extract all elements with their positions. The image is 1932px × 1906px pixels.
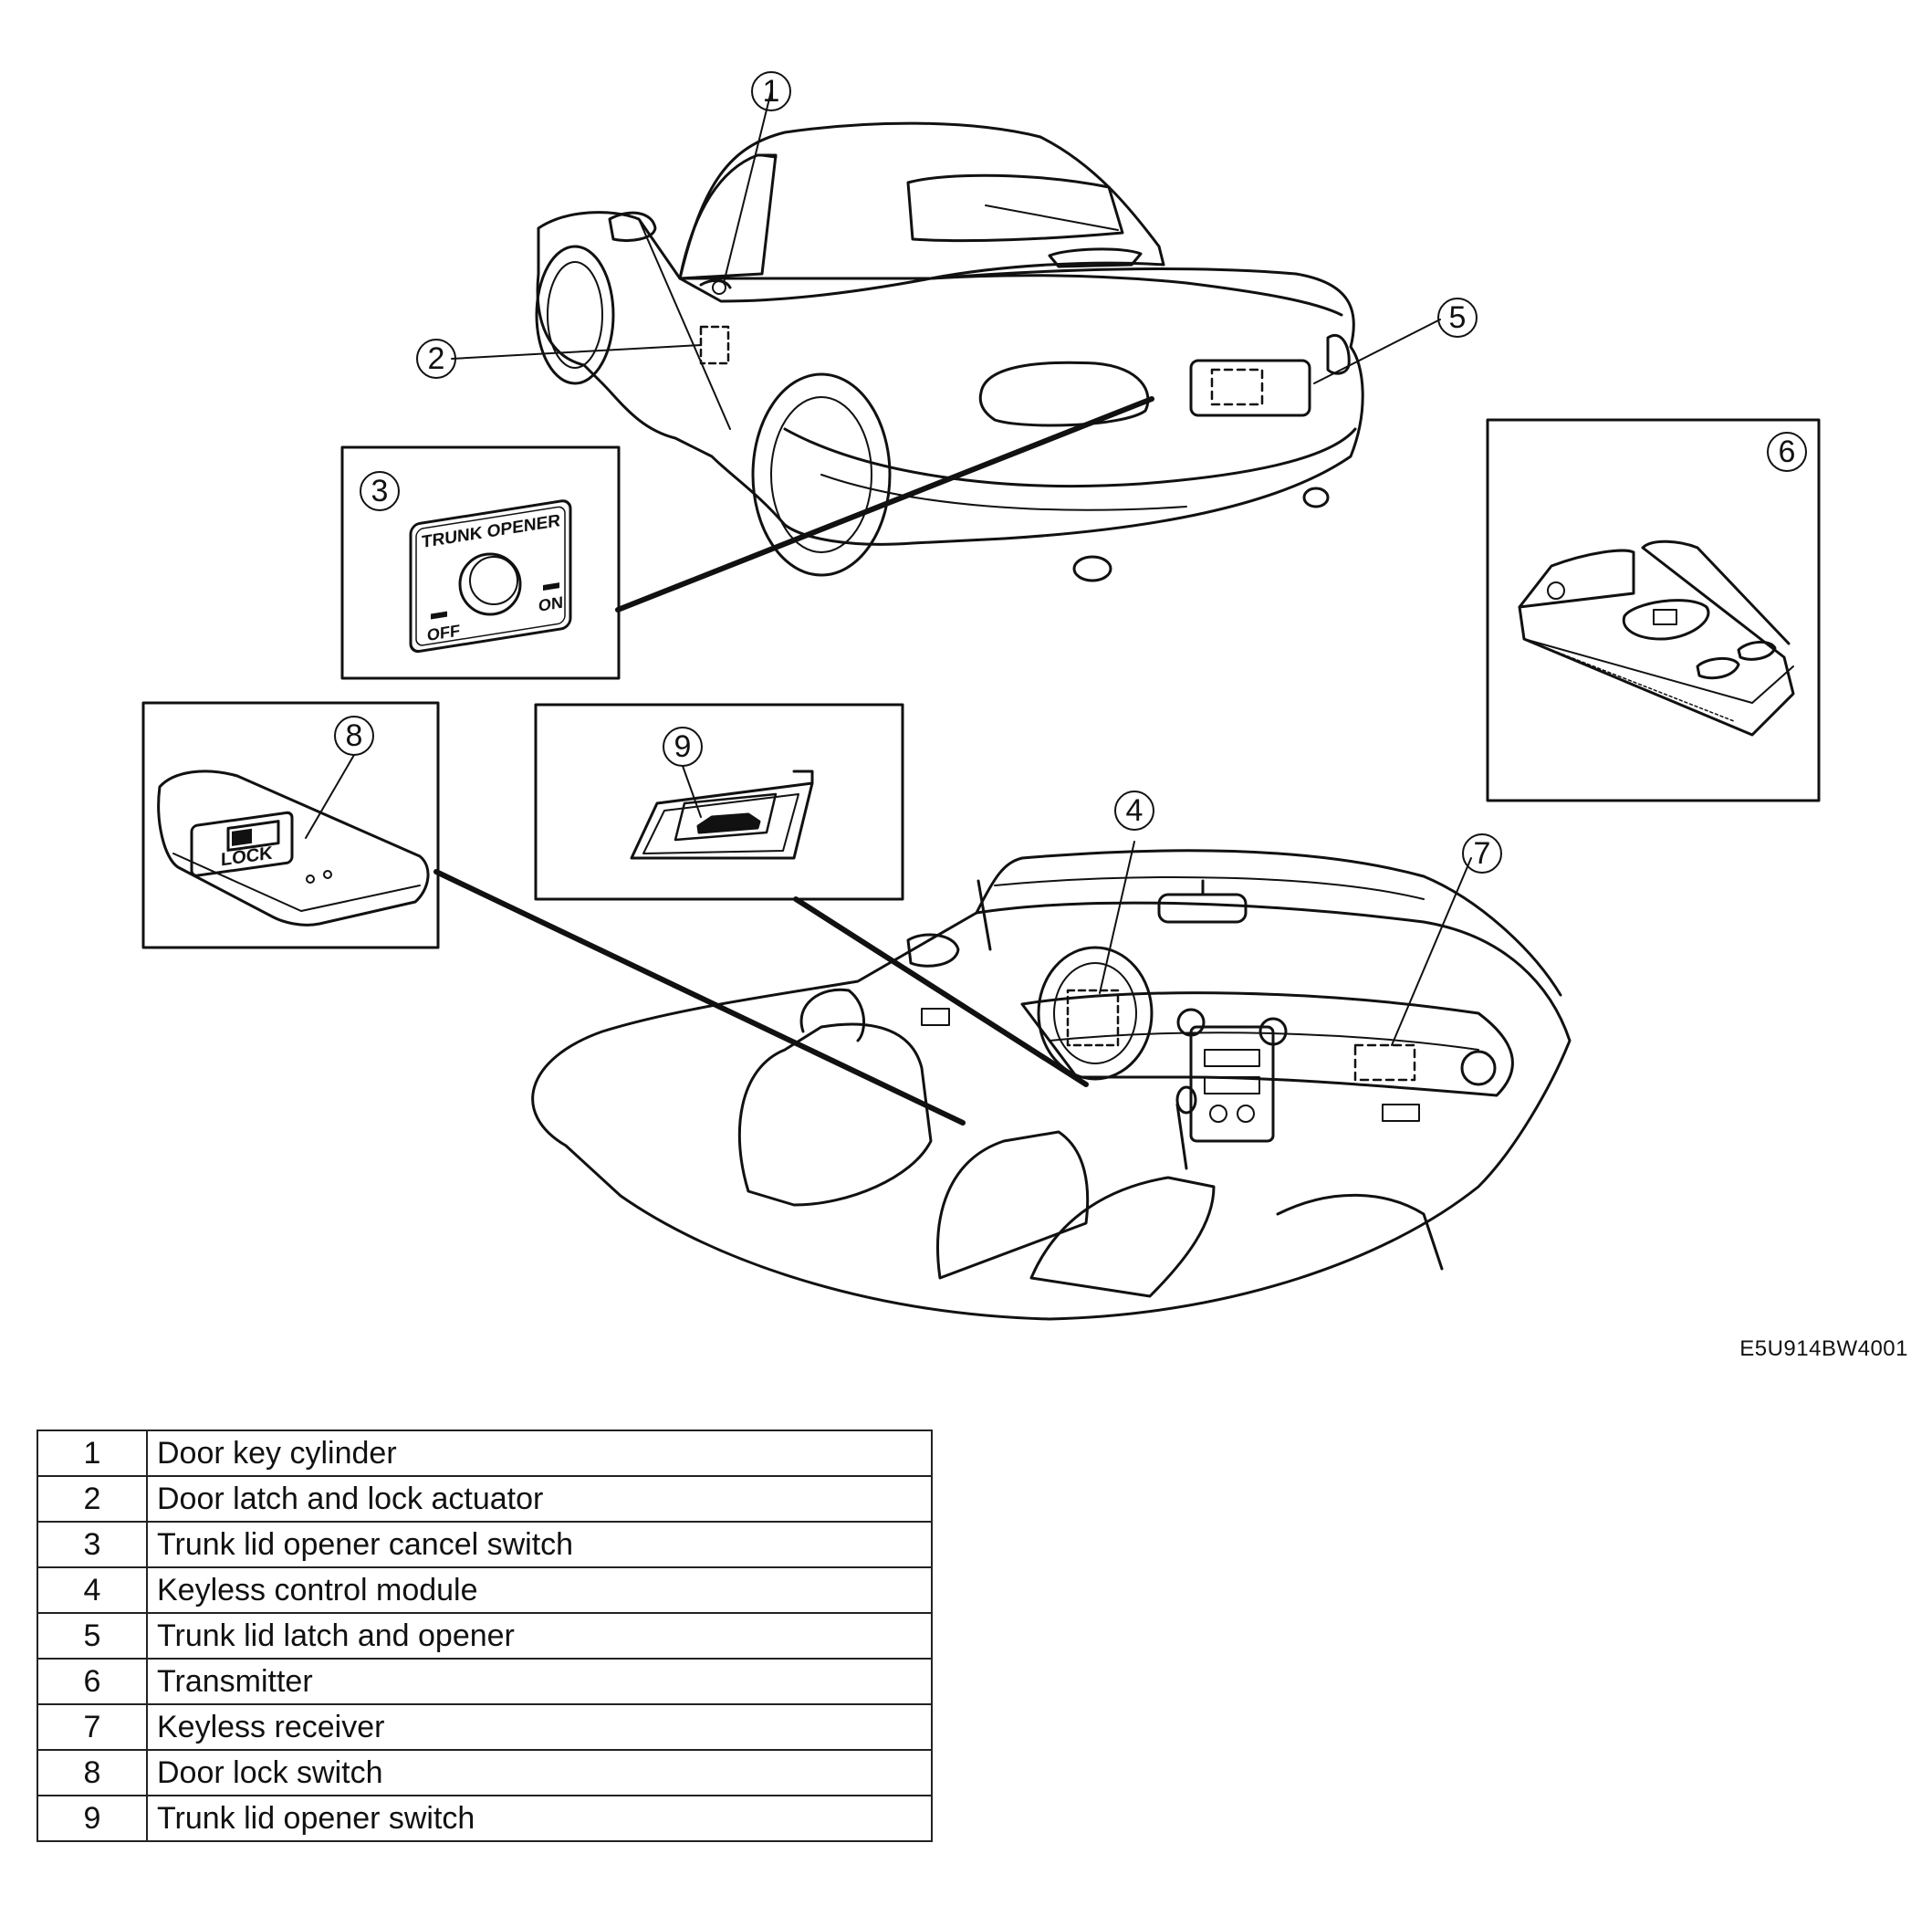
legend-label: Trunk lid latch and opener bbox=[146, 1612, 933, 1660]
svg-text:4: 4 bbox=[1126, 793, 1144, 828]
legend-label: Door lock switch bbox=[146, 1749, 933, 1796]
callout-8: 8 bbox=[334, 716, 374, 756]
trunk-opener-on: ON bbox=[538, 593, 563, 615]
legend-number: 7 bbox=[37, 1703, 148, 1751]
legend-label: Keyless control module bbox=[146, 1566, 933, 1614]
legend-label: Transmitter bbox=[146, 1658, 933, 1705]
callout-2: 2 bbox=[416, 339, 456, 379]
table-row: 8 Door lock switch bbox=[37, 1749, 933, 1796]
table-row: 4 Keyless control module bbox=[37, 1566, 933, 1614]
legend-number: 2 bbox=[37, 1475, 148, 1523]
table-row: 5 Trunk lid latch and opener bbox=[37, 1612, 933, 1660]
legend-number: 3 bbox=[37, 1521, 148, 1568]
table-row: 2 Door latch and lock actuator bbox=[37, 1475, 933, 1523]
legend-number: 4 bbox=[37, 1566, 148, 1614]
component-location-diagram: TRUNK OPENER OFF ON LOCK bbox=[141, 71, 1821, 1321]
figure-code: E5U914BW4001 bbox=[1739, 1336, 1908, 1361]
interior-illustration bbox=[531, 841, 1572, 1321]
table-row: 7 Keyless receiver bbox=[37, 1703, 933, 1751]
legend-label: Trunk lid opener switch bbox=[146, 1795, 933, 1842]
inset-door-lock-switch: LOCK bbox=[141, 701, 966, 1126]
svg-text:7: 7 bbox=[1474, 836, 1491, 871]
legend-label: Door key cylinder bbox=[146, 1430, 933, 1477]
inset-transmitter bbox=[1486, 418, 1821, 802]
legend-label: Door latch and lock actuator bbox=[146, 1475, 933, 1523]
legend-label: Keyless receiver bbox=[146, 1703, 933, 1751]
legend-label: Trunk lid opener cancel switch bbox=[146, 1521, 933, 1568]
svg-text:9: 9 bbox=[674, 729, 692, 764]
table-row: 1 Door key cylinder bbox=[37, 1430, 933, 1477]
inset-trunk-opener-switch bbox=[534, 703, 1089, 1087]
callout-6: 6 bbox=[1767, 432, 1807, 472]
callout-5: 5 bbox=[1437, 298, 1478, 338]
legend-number: 6 bbox=[37, 1658, 148, 1705]
svg-text:5: 5 bbox=[1449, 300, 1467, 335]
legend-table: 1 Door key cylinder 2 Door latch and loc… bbox=[37, 1430, 933, 1842]
callout-9: 9 bbox=[663, 727, 703, 767]
callout-4: 4 bbox=[1114, 791, 1154, 831]
svg-text:2: 2 bbox=[428, 341, 445, 376]
table-row: 9 Trunk lid opener switch bbox=[37, 1795, 933, 1842]
trunk-opener-knob bbox=[458, 552, 522, 616]
table-row: 6 Transmitter bbox=[37, 1658, 933, 1705]
inset-trunk-opener: TRUNK OPENER OFF ON bbox=[340, 396, 1154, 680]
legend-number: 9 bbox=[37, 1795, 148, 1842]
legend-number: 1 bbox=[37, 1430, 148, 1477]
legend-number: 8 bbox=[37, 1749, 148, 1796]
table-row: 3 Trunk lid opener cancel switch bbox=[37, 1521, 933, 1568]
callout-7: 7 bbox=[1462, 833, 1502, 874]
rear-car-illustration bbox=[451, 90, 1441, 582]
callout-1: 1 bbox=[751, 71, 791, 111]
svg-text:3: 3 bbox=[371, 474, 389, 508]
svg-text:1: 1 bbox=[763, 74, 780, 109]
callout-3: 3 bbox=[360, 471, 400, 511]
legend-number: 5 bbox=[37, 1612, 148, 1660]
svg-text:8: 8 bbox=[346, 718, 363, 753]
trunk-opener-off: OFF bbox=[427, 622, 460, 645]
svg-text:6: 6 bbox=[1779, 435, 1796, 469]
